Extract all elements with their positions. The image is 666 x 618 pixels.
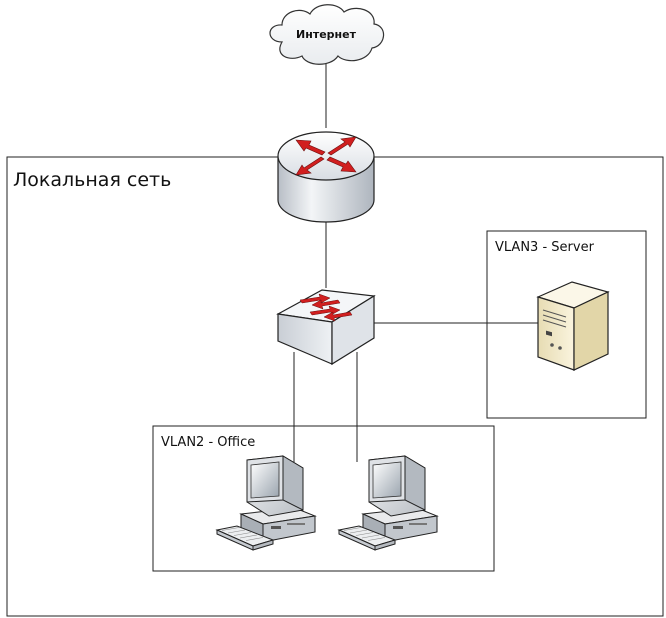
cloud-icon [269,4,385,65]
server-icon [536,281,610,371]
vlan-server-box [486,230,647,419]
vlan-office-box [152,425,495,572]
router-icon [277,131,375,223]
internet-label: Интернет [296,28,357,41]
switch-icon [276,289,376,366]
connections [293,58,538,467]
lan-label: Локальная сеть [13,169,171,191]
vlan-server-label: VLAN3 - Server [495,240,595,255]
vlan-office-label: VLAN2 - Office [161,435,255,450]
